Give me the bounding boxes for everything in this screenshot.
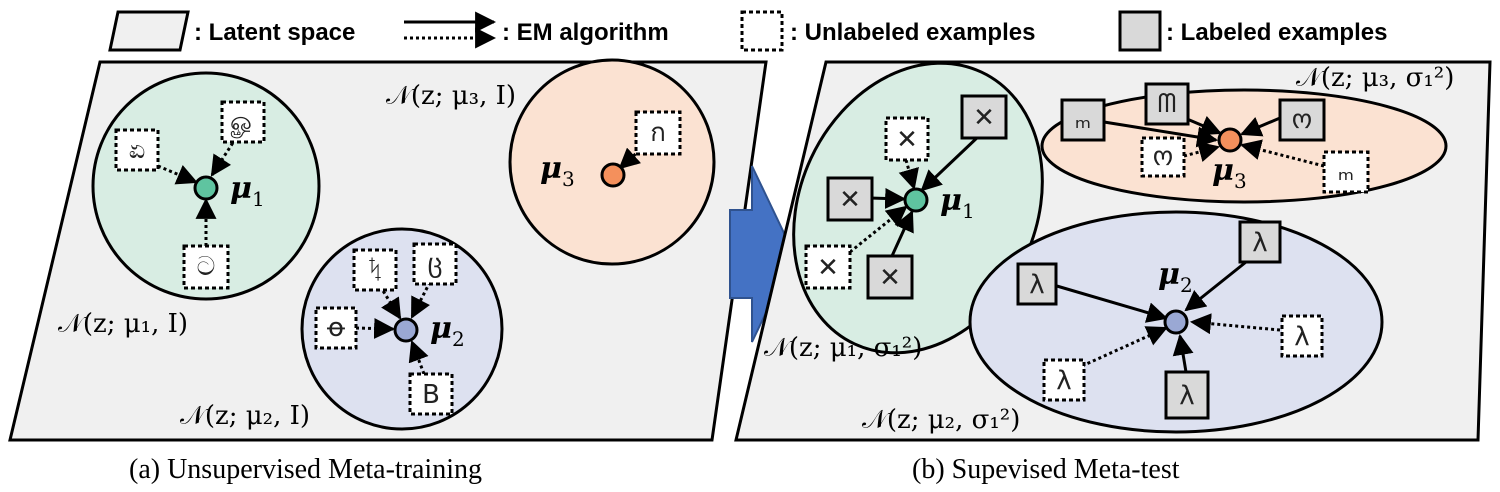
unlabeled-example: ᛪ bbox=[352, 248, 398, 292]
example-glyph: ც bbox=[428, 249, 443, 279]
em-arrow bbox=[618, 147, 642, 170]
labeled-example: ✕ bbox=[960, 94, 1008, 140]
unlabeled-example: B bbox=[408, 372, 454, 416]
panel-b: ✕ ✕ ✕ ✕ ✕ ₘ ᗰ ო bbox=[734, 60, 1492, 485]
dist-3-label: 𝒩(z; μ₃, σ₁²) bbox=[1296, 63, 1454, 93]
labeled-legend-swatch bbox=[1118, 10, 1162, 52]
example-glyph: ₘ bbox=[1075, 105, 1091, 135]
labeled-example: ✕ bbox=[826, 176, 874, 222]
example-glyph: λ bbox=[1294, 322, 1309, 352]
centroid-3 bbox=[600, 162, 626, 188]
em-arrow bbox=[1239, 139, 1325, 168]
mu-1-label: μ1 bbox=[940, 183, 975, 223]
dist-2-label: 𝒩(z; μ₂, σ₁²) bbox=[862, 405, 1020, 435]
example-glyph: ᗰ bbox=[1158, 89, 1177, 119]
labeled-example: λ bbox=[1238, 220, 1282, 264]
unlabeled-example: λ bbox=[1042, 358, 1086, 402]
legend: : Latent space : EM algorithm : Unlabele… bbox=[108, 10, 1387, 52]
em-arrow bbox=[1172, 333, 1194, 373]
em-arrow bbox=[1049, 282, 1169, 323]
unlabeled-example: λ bbox=[1280, 314, 1324, 358]
example-glyph: ✕ bbox=[839, 185, 861, 215]
em-arrow bbox=[869, 187, 907, 209]
example-glyph: ✕ bbox=[817, 253, 839, 283]
example-glyph: ✕ bbox=[973, 103, 995, 133]
example-glyph: λ bbox=[1252, 228, 1267, 258]
dist-1-label: 𝒩(z; μ₁, σ₁²) bbox=[764, 333, 922, 363]
caption-a: (a) Unsupervised Meta-training bbox=[129, 454, 482, 485]
mu-3-label: μ3 bbox=[540, 151, 575, 191]
example-glyph: ₘ bbox=[1338, 157, 1354, 187]
unlabeled-example: ௐ bbox=[220, 100, 266, 144]
em-arrow bbox=[157, 164, 198, 185]
caption-b: (b) Supevised Meta-test bbox=[912, 454, 1180, 485]
em-arrow bbox=[1240, 116, 1281, 137]
example-glyph: λ bbox=[1179, 381, 1194, 411]
example-glyph: λ bbox=[1029, 270, 1044, 300]
unlabeled-example: ꝋ bbox=[314, 306, 358, 350]
labeled-example: ₘ bbox=[1060, 98, 1106, 142]
em-arrow bbox=[898, 159, 919, 191]
dist-1-label: 𝒩(z; μ₁, I) bbox=[58, 309, 188, 339]
em-algorithm-legend-label: : EM algorithm bbox=[502, 19, 669, 46]
example-glyph: ✕ bbox=[879, 263, 901, 293]
example-glyph: ก bbox=[650, 118, 666, 148]
em-arrow bbox=[1189, 313, 1281, 335]
example-glyph: λ bbox=[1056, 366, 1071, 396]
mu-3-label: μ3 bbox=[1212, 153, 1247, 193]
em-arrow bbox=[890, 210, 914, 257]
labeled-legend-label: : Labeled examples bbox=[1166, 19, 1387, 46]
labeled-example: λ bbox=[1016, 262, 1058, 306]
latent-space-legend-label: : Latent space bbox=[194, 19, 355, 46]
cluster-3-region bbox=[508, 58, 716, 266]
example-glyph: ට bbox=[197, 252, 216, 282]
unlabeled-example: ო bbox=[1140, 136, 1186, 178]
unlabeled-example: ✕ bbox=[804, 244, 852, 290]
centroid-1 bbox=[193, 175, 219, 201]
em-arrow bbox=[1103, 120, 1219, 148]
centroid-2 bbox=[393, 317, 419, 343]
labeled-example: ᗰ bbox=[1144, 82, 1190, 126]
unlabeled-example: ც bbox=[412, 242, 458, 286]
labeled-example: ო bbox=[1278, 98, 1326, 142]
centroid-3 bbox=[1217, 127, 1243, 153]
latent-space-legend-swatch bbox=[108, 10, 190, 52]
example-glyph: ო bbox=[1292, 105, 1312, 135]
em-arrow bbox=[210, 137, 238, 177]
example-glyph: B bbox=[422, 380, 440, 410]
mu-1-label: μ1 bbox=[230, 171, 265, 211]
unlabeled-example: ಏ bbox=[114, 128, 160, 172]
em-arrow bbox=[355, 317, 396, 339]
em-arrow bbox=[1184, 260, 1247, 312]
example-glyph: ꝋ bbox=[327, 313, 346, 343]
unlabeled-example: ก bbox=[634, 110, 682, 156]
mu-2-label: μ2 bbox=[430, 311, 465, 351]
example-glyph: ௐ bbox=[230, 107, 256, 139]
mu-2-label: μ2 bbox=[1158, 257, 1193, 297]
labeled-example: ✕ bbox=[866, 254, 914, 300]
labeled-example: λ bbox=[1164, 370, 1210, 420]
dist-2-label: 𝒩(z; μ₂, I) bbox=[180, 401, 310, 431]
unlabeled-example: ₘ bbox=[1322, 150, 1370, 194]
unlabeled-example: ✕ bbox=[884, 116, 930, 162]
unlabeled-legend-label: : Unlabeled examples bbox=[790, 19, 1035, 46]
panel-a: ಏ ௐ ට ᛪ ც ꝋ B ก bbox=[8, 58, 768, 485]
centroid-2 bbox=[1163, 309, 1189, 335]
unlabeled-legend-swatch bbox=[740, 10, 784, 52]
em-arrow bbox=[920, 133, 982, 192]
example-glyph: ᛪ bbox=[367, 255, 383, 285]
em-arrow bbox=[410, 281, 432, 319]
centroid-1 bbox=[903, 187, 929, 213]
dist-3-label: 𝒩(z; μ₃, I) bbox=[386, 81, 516, 111]
example-glyph: ✕ bbox=[896, 125, 918, 155]
unlabeled-example: ට bbox=[182, 244, 230, 290]
example-glyph: ო bbox=[1153, 142, 1173, 172]
example-glyph: ಏ bbox=[129, 135, 146, 165]
